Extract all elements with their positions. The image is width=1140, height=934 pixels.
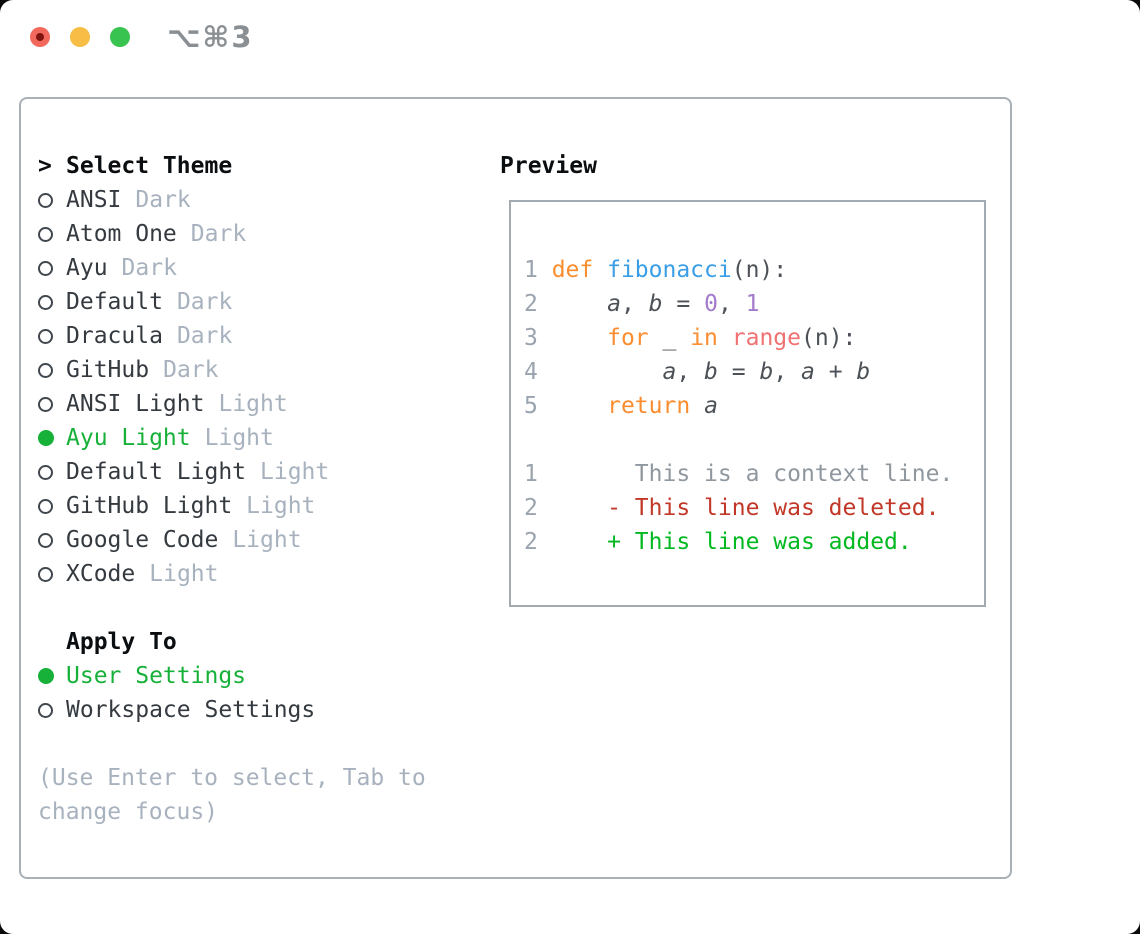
line-number: 4: [524, 359, 538, 385]
diff-deleted-line: 2 - This line was deleted.: [524, 495, 940, 521]
apply-to-header: Apply To: [38, 625, 426, 659]
theme-name: Default Light: [66, 459, 247, 485]
theme-name: Ayu: [66, 255, 108, 281]
line-number: 1: [524, 461, 538, 487]
theme-variant-tag: Light: [232, 527, 302, 553]
theme-variant-tag: Dark: [135, 187, 191, 213]
theme-variant-tag: Dark: [176, 323, 233, 349]
window-title: ⌥⌘3: [167, 20, 254, 54]
apply-option-user-settings[interactable]: User Settings: [38, 659, 426, 693]
help-text-line-1: (Use Enter to select, Tab to: [38, 765, 426, 791]
code-line-3: 3 for _ in range(n):: [524, 325, 857, 351]
theme-name: Default: [66, 289, 163, 315]
code-line-1: 1 def fibonacci(n):: [524, 257, 788, 283]
theme-list: > Select Theme ANSI Dark Atom One Dark A…: [38, 149, 426, 829]
theme-option-google-code[interactable]: Google Code Light: [38, 523, 426, 557]
radio-icon: [38, 498, 53, 514]
line-number: 2: [524, 529, 538, 555]
theme-name: GitHub Light: [66, 493, 233, 519]
code-line-2: 2 a, b = 0, 1: [524, 291, 760, 317]
zoom-button[interactable]: [110, 27, 130, 47]
theme-option-ayu-light[interactable]: Ayu Light Light: [38, 421, 426, 455]
code-line-blank: [524, 423, 984, 457]
title-bar: ⌥⌘3: [0, 0, 1140, 70]
theme-option-ansi-dark[interactable]: ANSI Dark: [38, 183, 426, 217]
theme-variant-tag: Light: [218, 391, 288, 417]
theme-option-atom-one-dark[interactable]: Atom One Dark: [38, 217, 426, 251]
theme-option-github-light[interactable]: GitHub Light Light: [38, 489, 426, 523]
theme-variant-tag: Light: [149, 561, 219, 587]
theme-name: ANSI Light: [66, 391, 205, 417]
prompt-icon: >: [38, 153, 52, 179]
radio-icon: [38, 294, 53, 310]
theme-name: ANSI: [66, 187, 122, 213]
theme-picker-panel: > Select Theme ANSI Dark Atom One Dark A…: [19, 97, 1012, 879]
close-button[interactable]: [30, 27, 50, 47]
theme-variant-tag: Dark: [176, 289, 233, 315]
code-line-4: 4 a, b = b, a + b: [524, 359, 871, 385]
apply-option-label: Workspace Settings: [66, 697, 316, 723]
radio-selected-icon: [38, 668, 54, 684]
line-number: 5: [524, 393, 538, 419]
code-preview: 1 def fibonacci(n): 2 a, b = 0, 1 3 for …: [511, 202, 984, 559]
line-number: 2: [524, 291, 538, 317]
select-theme-header: > Select Theme: [38, 149, 426, 183]
radio-icon: [38, 362, 53, 378]
line-number: 3: [524, 325, 538, 351]
radio-icon: [38, 702, 53, 718]
section-title: Select Theme: [66, 153, 233, 179]
theme-name: Google Code: [66, 527, 219, 553]
radio-icon: [38, 226, 53, 242]
radio-icon: [38, 532, 53, 548]
theme-option-ayu-dark[interactable]: Ayu Dark: [38, 251, 426, 285]
radio-icon: [38, 192, 53, 208]
theme-variant-tag: Dark: [190, 221, 247, 247]
theme-name: Ayu Light: [66, 425, 191, 451]
diff-added-line: 2 + This line was added.: [524, 529, 912, 555]
code-preview-box: 1 def fibonacci(n): 2 a, b = 0, 1 3 for …: [509, 200, 986, 607]
theme-variant-tag: Light: [246, 493, 316, 519]
theme-variant-tag: Dark: [121, 255, 177, 281]
radio-icon: [38, 396, 53, 412]
radio-selected-icon: [38, 430, 54, 446]
diff-context-line: 1 This is a context line.: [524, 461, 954, 487]
line-number: 1: [524, 257, 552, 283]
theme-option-xcode[interactable]: XCode Light: [38, 557, 426, 591]
theme-variant-tag: Light: [204, 425, 274, 451]
section-title: Apply To: [66, 629, 177, 655]
radio-icon: [38, 328, 53, 344]
theme-name: Atom One: [66, 221, 177, 247]
theme-variant-tag: Light: [260, 459, 330, 485]
radio-icon: [38, 464, 53, 480]
apply-option-label: User Settings: [66, 663, 247, 689]
apply-option-workspace-settings[interactable]: Workspace Settings: [38, 693, 426, 727]
theme-option-default-light[interactable]: Default Light Light: [38, 455, 426, 489]
unsaved-dot-icon: [36, 33, 44, 41]
theme-option-dracula-dark[interactable]: Dracula Dark: [38, 319, 426, 353]
theme-name: XCode: [66, 561, 136, 587]
radio-icon: [38, 566, 53, 582]
section-title: Preview: [500, 153, 597, 179]
radio-icon: [38, 260, 53, 276]
theme-option-github-dark[interactable]: GitHub Dark: [38, 353, 426, 387]
theme-name: GitHub: [66, 357, 150, 383]
spacer: [38, 591, 426, 625]
preview-header: Preview: [500, 149, 597, 183]
theme-name: Dracula: [66, 323, 163, 349]
minimize-button[interactable]: [70, 27, 90, 47]
theme-option-ansi-light[interactable]: ANSI Light Light: [38, 387, 426, 421]
line-number: 2: [524, 495, 538, 521]
help-text-line-2: change focus): [38, 799, 219, 825]
theme-option-default-dark[interactable]: Default Dark: [38, 285, 426, 319]
code-line-5: 5 return a: [524, 393, 718, 419]
spacer: [38, 727, 426, 761]
theme-variant-tag: Dark: [163, 357, 219, 383]
